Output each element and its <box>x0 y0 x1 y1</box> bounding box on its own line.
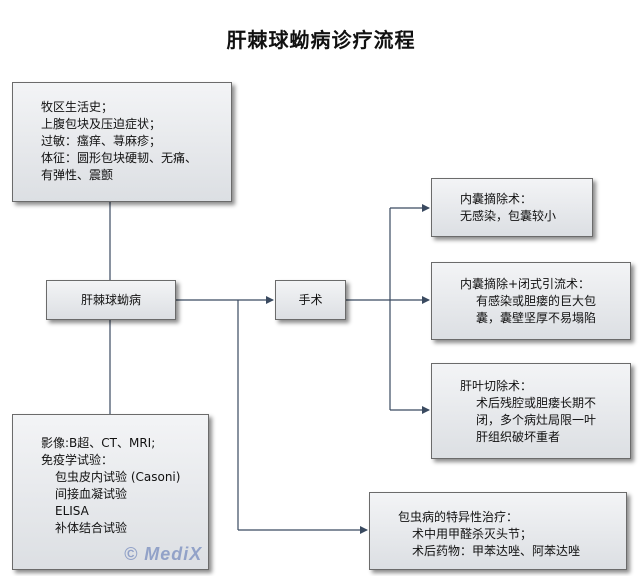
history-line: 过敏：瘙痒、荨麻疹； <box>41 134 162 148</box>
option-title: 包虫病的特异性治疗： <box>398 510 519 524</box>
option-detail: 术中用甲醛杀灭头节； <box>412 527 533 541</box>
history-box: 牧区生活史； 上腹包块及压迫症状； 过敏：瘙痒、荨麻疹； 体征：圆形包块硬韧、无… <box>12 82 232 202</box>
history-line: 上腹包块及压迫症状； <box>41 117 162 131</box>
exam-line: 影像:B超、CT、MRI; <box>41 436 156 450</box>
exam-line: 补体结合试验 <box>55 521 128 535</box>
option-title: 肝叶切除术： <box>460 379 533 393</box>
exam-box: 影像:B超、CT、MRI; 免疫学试验： 包虫皮内试验 (Casoni) 间接血… <box>12 414 209 570</box>
option-box-cyst-removal: 内囊摘除术： 无感染，包囊较小 <box>431 178 593 237</box>
option-detail: 无感染，包囊较小 <box>460 209 557 223</box>
option-detail: 囊，囊壁坚厚不易塌陷 <box>476 311 597 325</box>
page-title: 肝棘球蚴病诊疗流程 <box>226 28 416 52</box>
option-title: 内囊摘除术： <box>460 192 533 206</box>
option-detail: 肝组织破坏重者 <box>476 430 561 444</box>
surgery-label: 手术 <box>298 292 323 307</box>
disease-label: 肝棘球蚴病 <box>80 292 141 307</box>
surgery-box: 手术 <box>275 280 346 320</box>
option-title: 内囊摘除+闭式引流术： <box>460 277 591 291</box>
disease-box: 肝棘球蚴病 <box>46 280 176 320</box>
option-detail: 闭，多个病灶局限一叶 <box>476 413 597 427</box>
exam-line: ELISA <box>55 504 89 518</box>
history-line: 牧区生活史； <box>41 100 114 114</box>
option-box-hepatic-lobectomy: 肝叶切除术： 术后残腔或胆瘘长期不 闭，多个病灶局限一叶 肝组织破坏重者 <box>431 363 631 459</box>
exam-line: 包虫皮内试验 (Casoni) <box>55 470 181 484</box>
specific-treatment-box: 包虫病的特异性治疗： 术中用甲醛杀灭头节； 术后药物：甲苯达唑、阿苯达唑 <box>369 492 627 570</box>
watermark-logo: © MediX <box>124 544 203 564</box>
history-line: 体征：圆形包块硬韧、无痛、 <box>41 151 198 165</box>
exam-line: 免疫学试验： <box>41 453 114 467</box>
option-box-cyst-removal-drainage: 内囊摘除+闭式引流术： 有感染或胆瘘的巨大包 囊，囊壁坚厚不易塌陷 <box>431 262 631 340</box>
history-line: 有弹性、震颤 <box>41 168 114 182</box>
option-detail: 术后残腔或胆瘘长期不 <box>476 396 597 410</box>
exam-line: 间接血凝试验 <box>55 487 128 501</box>
option-detail: 术后药物：甲苯达唑、阿苯达唑 <box>412 544 581 558</box>
option-detail: 有感染或胆瘘的巨大包 <box>476 294 597 308</box>
